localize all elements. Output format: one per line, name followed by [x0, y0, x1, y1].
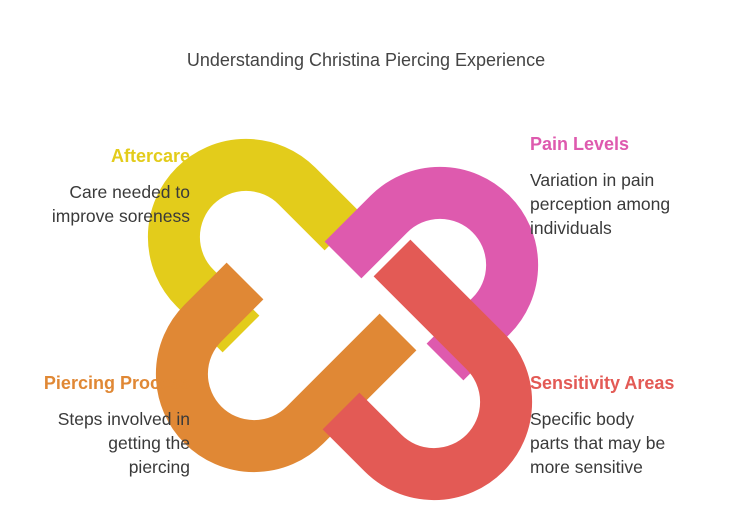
diagram-title: Understanding Christina Piercing Experie… — [186, 50, 546, 70]
sensitivity-areas-loop-shape — [322, 239, 533, 501]
pain-levels-description: Variation in pain perception among indiv… — [530, 168, 720, 240]
piercing-process-description-line: Steps involved in — [57, 409, 190, 429]
piercing-process-description-line: piercing — [128, 457, 190, 477]
pain-levels-loop-shape — [324, 166, 539, 381]
sensitivity-areas-heading: Sensitivity Areas — [530, 373, 675, 393]
aftercare-heading: Aftercare — [110, 146, 190, 166]
piercing-process-description: Steps involved in getting the piercing — [20, 407, 190, 479]
pain-levels-description-line: individuals — [530, 218, 612, 238]
pain-levels-description-line: Variation in pain — [530, 170, 655, 190]
piercing-process-description-line: getting the — [108, 433, 190, 453]
sensitivity-areas-description-line: parts that may be — [530, 433, 666, 453]
aftercare-description-line: improve soreness — [51, 206, 190, 226]
piercing-process-loop-shape — [155, 262, 417, 473]
sensitivity-areas-description-line: more sensitive — [530, 457, 643, 477]
sensitivity-areas-description: Specific body parts that may be more sen… — [530, 407, 710, 479]
aftercare-loop-shape — [147, 138, 362, 353]
pain-levels-description-line: perception among — [530, 194, 671, 214]
aftercare-description: Care needed to improve soreness — [20, 180, 190, 228]
sensitivity-areas-description-line: Specific body — [530, 409, 635, 429]
aftercare-description-line: Care needed to — [69, 182, 190, 202]
piercing-process-heading: Piercing Process — [43, 373, 190, 393]
pain-levels-heading: Pain Levels — [530, 134, 630, 154]
